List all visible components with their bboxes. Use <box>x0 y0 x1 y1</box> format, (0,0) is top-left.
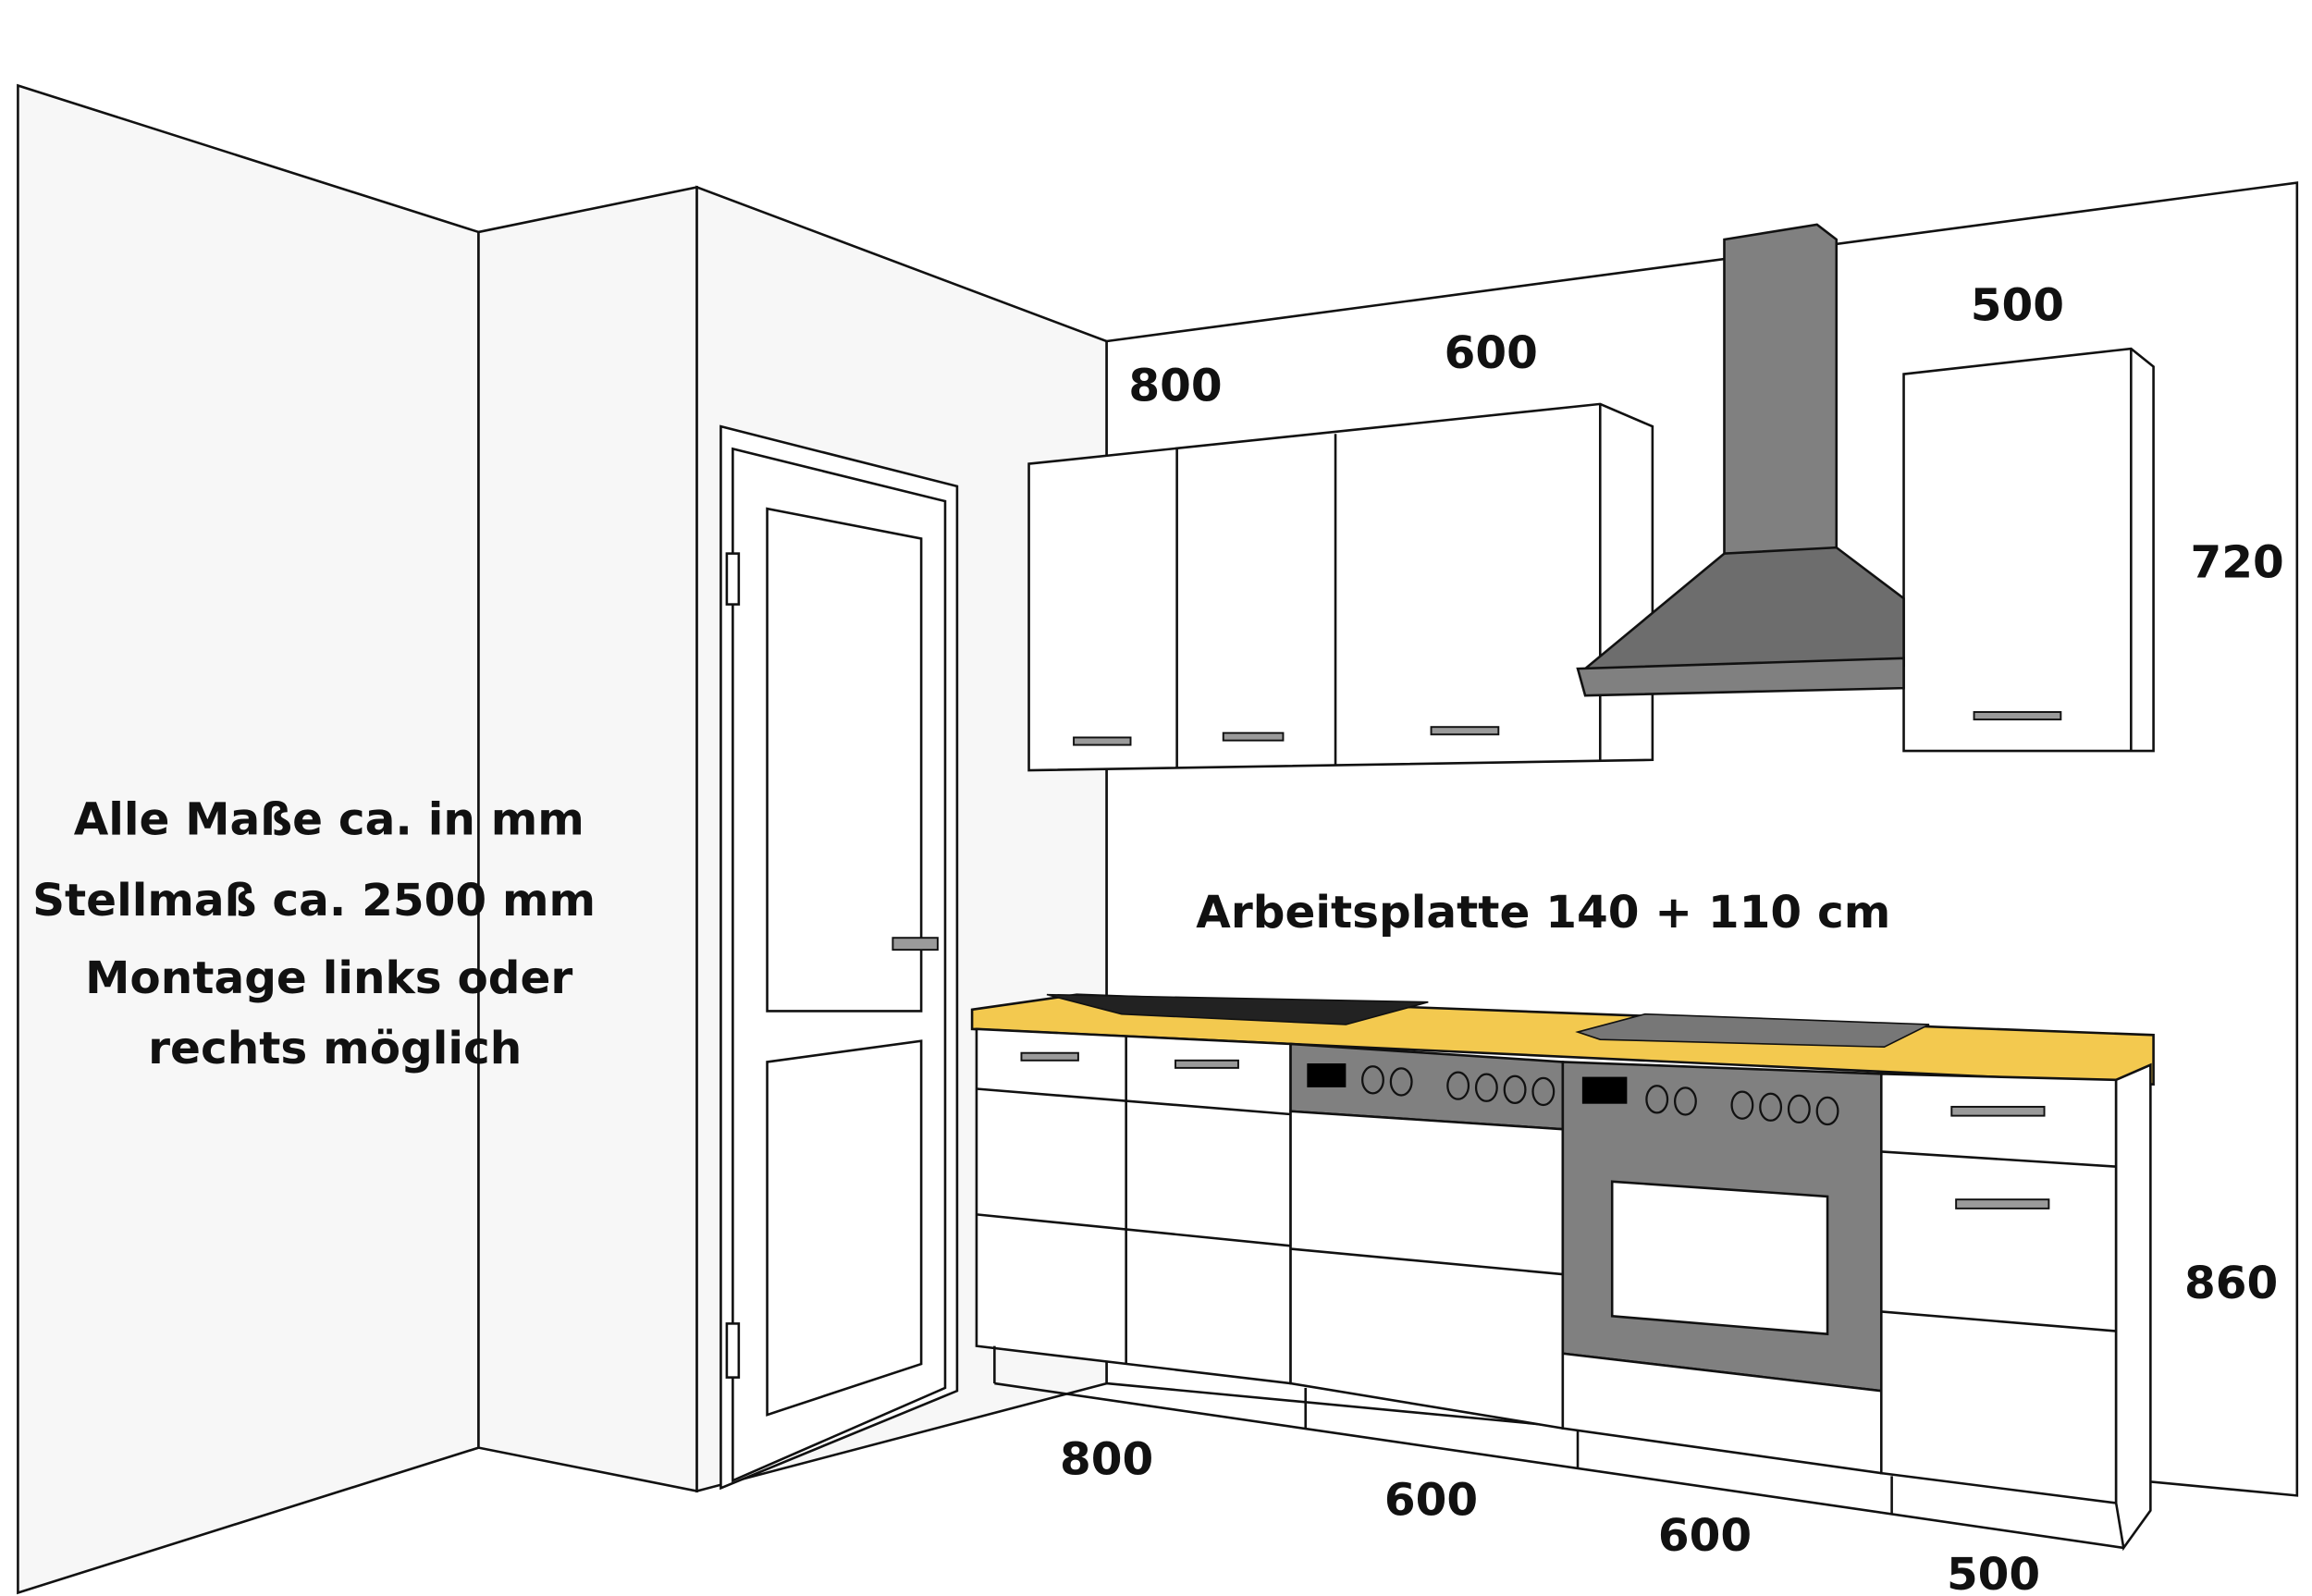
oven-knob-icon <box>1503 1074 1527 1105</box>
oven-knob-icon <box>1474 1073 1498 1102</box>
dim-base-800: 800 <box>1060 1434 1153 1486</box>
dim-upper-500: 500 <box>1971 279 2064 331</box>
dim-upper-600: 600 <box>1445 327 1538 379</box>
notes: Alle Maße ca. in mm Stellmaß ca. 2500 mm… <box>32 794 596 1074</box>
door-hinge <box>725 1322 741 1379</box>
oven-knob-icon <box>1787 1094 1811 1124</box>
oven-knob-icon <box>1815 1096 1839 1126</box>
dim-base-500: 500 <box>1947 1549 2040 1596</box>
dim-upper-800: 800 <box>1128 361 1222 412</box>
door-hinge <box>725 552 741 606</box>
door <box>719 424 959 1491</box>
base-cabinets <box>975 1027 2152 1552</box>
oven-knob-icon <box>1446 1071 1470 1100</box>
oven-knob-icon <box>1730 1090 1754 1120</box>
dim-height-base: 860 <box>2184 1258 2278 1309</box>
worktop <box>970 993 2155 1087</box>
dim-height-upper: 720 <box>2191 536 2284 588</box>
oven-knob-icon <box>1673 1087 1697 1116</box>
note-line: Stellmaß ca. 2500 mm <box>32 875 596 927</box>
oven-knob-icon <box>1759 1092 1783 1122</box>
door-handle <box>892 937 939 951</box>
extractor-hood <box>1576 223 1905 697</box>
oven-knob-icon <box>1645 1085 1669 1114</box>
dim-base-600b: 600 <box>1658 1510 1752 1562</box>
upper-cabinets <box>1027 347 2155 772</box>
note-line: rechts möglich <box>148 1023 522 1074</box>
oven-knob-icon <box>1389 1067 1413 1097</box>
oven-knob-icon <box>1531 1076 1556 1107</box>
oven-knob-icon <box>1361 1065 1384 1095</box>
worktop-label: Arbeitsplatte 140 + 110 cm <box>1196 887 1890 939</box>
note-line: Alle Maße ca. in mm <box>74 794 584 846</box>
cooktop-right <box>1575 1013 1930 1049</box>
cooktop-left <box>1046 993 1429 1025</box>
note-line: Montage links oder <box>85 952 572 1004</box>
dim-base-600: 600 <box>1384 1474 1478 1526</box>
